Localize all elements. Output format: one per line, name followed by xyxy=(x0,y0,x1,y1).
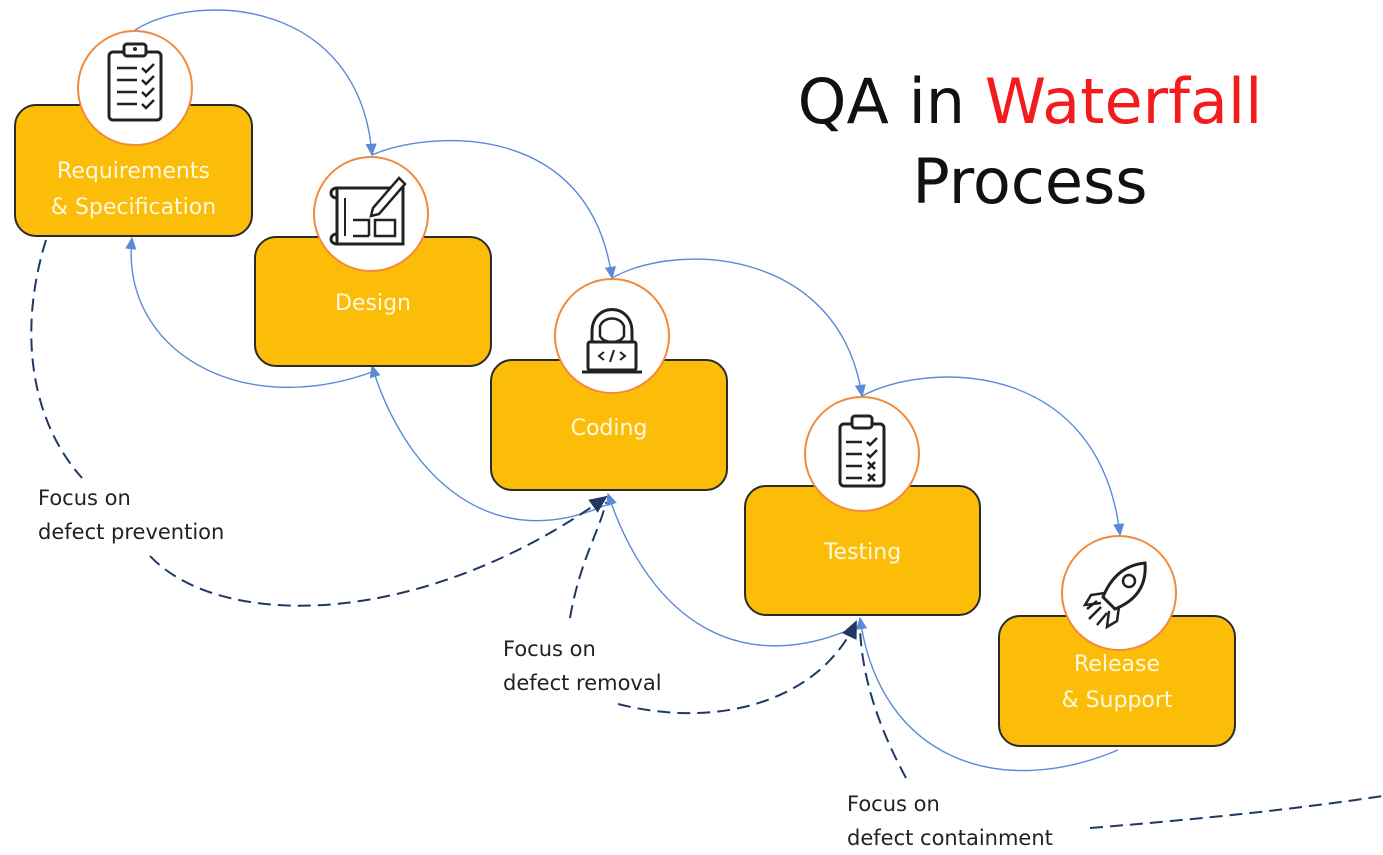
developer-laptop-icon xyxy=(582,308,642,374)
focus-note-prevention: Focus on defect prevention xyxy=(38,481,224,549)
focus-note-containment: Focus on defect containment xyxy=(847,787,1053,855)
stage-label-line-1: Testing xyxy=(823,540,902,565)
feedback-arrow-coding-to-design xyxy=(369,364,607,522)
focus-curve-prevention xyxy=(30,239,606,607)
flow-arrow-requirements-to-design xyxy=(134,9,377,157)
stage-label-line-2: & Support xyxy=(1061,688,1173,713)
focus-note-line-1: Focus on xyxy=(847,792,940,816)
feedback-arrow-design-to-requirements xyxy=(125,236,373,388)
clipboard-checklist-icon xyxy=(107,42,163,122)
title-part-1: QA in xyxy=(797,65,985,138)
title-line-1: QA in Waterfall xyxy=(720,62,1340,142)
coding-icon-badge xyxy=(554,278,670,394)
diagram-title: QA in Waterfall Process xyxy=(720,62,1340,222)
stage-label-line-1: Design xyxy=(335,291,411,316)
stage-label: Design xyxy=(256,286,490,322)
focus-note-line-2: defect removal xyxy=(503,671,662,695)
stage-label: Coding xyxy=(492,411,726,447)
focus-curve-containment xyxy=(859,627,1383,829)
focus-note-line-2: defect prevention xyxy=(38,520,225,544)
feedback-arrow-release-to-testing xyxy=(856,616,1119,772)
focus-note-line-2: defect containment xyxy=(847,826,1053,850)
testing-icon-badge xyxy=(804,396,920,512)
focus-note-line-1: Focus on xyxy=(503,637,596,661)
stage-label-line-1: Release xyxy=(1074,652,1160,677)
stage-label: Testing xyxy=(746,535,979,571)
requirements-icon-badge xyxy=(77,30,193,146)
stage-label: Requirements & Specification xyxy=(16,154,251,226)
stage-label-line-1: Requirements xyxy=(57,159,210,184)
flow-arrow-testing-to-release xyxy=(861,376,1125,537)
focus-note-removal: Focus on defect removal xyxy=(503,632,662,700)
test-checklist-icon xyxy=(838,414,886,488)
title-accent: Waterfall xyxy=(984,65,1263,138)
title-line-2: Process xyxy=(912,145,1148,218)
blueprint-pencil-icon xyxy=(329,176,407,246)
flow-arrow-design-to-coding xyxy=(371,139,616,280)
release-icon-badge xyxy=(1061,535,1177,651)
feedback-arrow-testing-to-coding xyxy=(606,492,859,647)
stage-label: Release & Support xyxy=(1000,647,1234,719)
focus-note-line-1: Focus on xyxy=(38,486,131,510)
flow-arrow-coding-to-testing xyxy=(611,258,866,398)
stage-label-line-2: & Specification xyxy=(50,195,217,220)
stage-label-line-1: Coding xyxy=(570,416,648,441)
design-icon-badge xyxy=(313,156,429,272)
focus-curve-removal xyxy=(569,501,856,715)
rocket-icon xyxy=(1082,561,1147,630)
